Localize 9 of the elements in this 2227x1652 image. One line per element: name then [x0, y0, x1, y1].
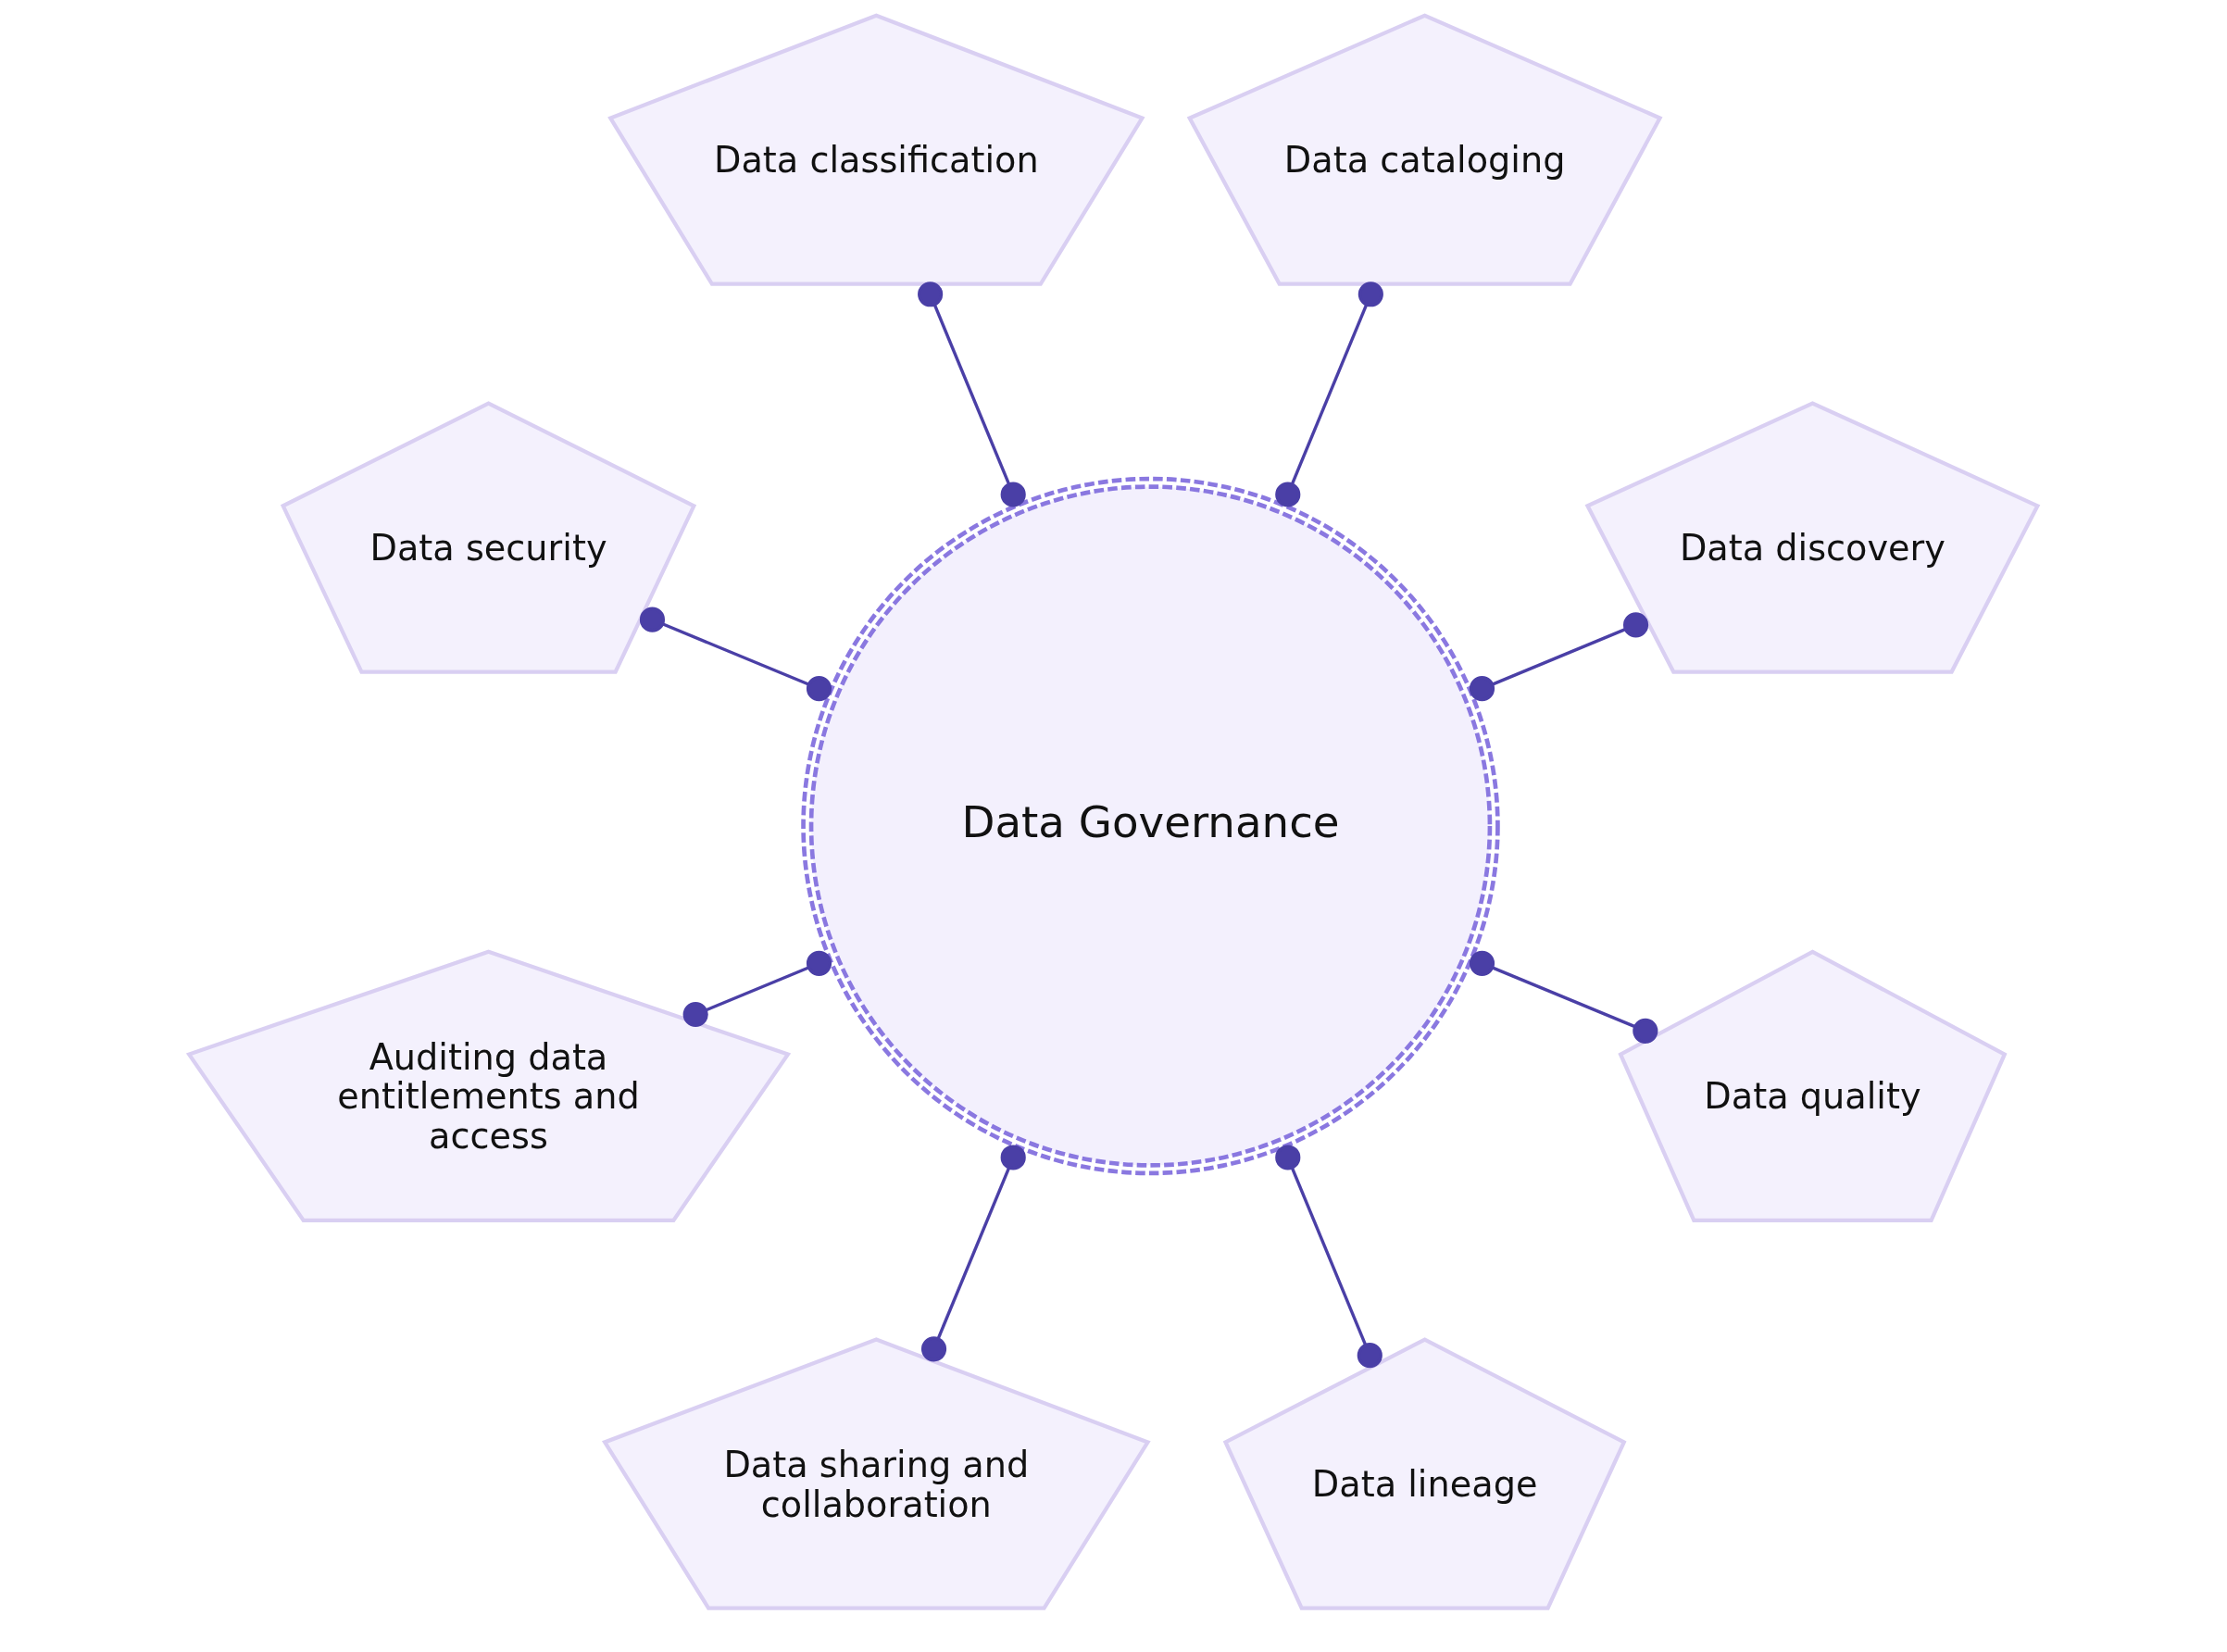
connector [682, 950, 832, 1028]
connector [1469, 950, 1658, 1044]
connector [1275, 1145, 1382, 1369]
connector [920, 1145, 1026, 1362]
connector [1275, 282, 1383, 507]
connector [639, 607, 832, 702]
connector [1469, 612, 1649, 702]
node-circle: Data Governance [801, 476, 1500, 1176]
connector [918, 282, 1026, 507]
